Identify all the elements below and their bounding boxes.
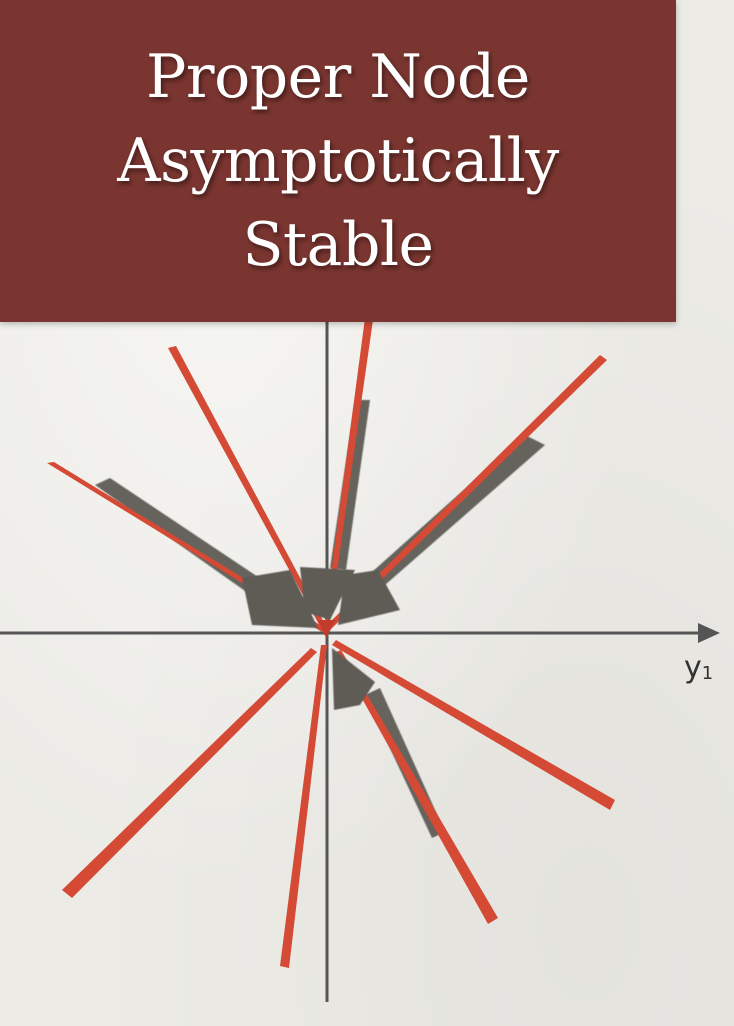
title-line-2: Asymptotically	[117, 126, 559, 196]
trajectory-upper-left-2	[168, 346, 327, 630]
arrow-shaft-upper-right	[372, 435, 545, 585]
trajectory-upper-right	[326, 355, 607, 630]
arrowheads	[242, 567, 400, 710]
y1-axis-label: y1	[684, 650, 713, 685]
arrowhead-upper-mid	[300, 567, 355, 620]
y1-axis-label-subscript: 1	[701, 663, 714, 684]
trajectory-upper-mid	[324, 318, 373, 628]
origin-tip	[318, 620, 336, 638]
trajectory-lower-left	[62, 648, 317, 898]
title-line-3: Stable	[242, 210, 434, 280]
y1-axis-arrowhead	[698, 623, 720, 643]
title-line-1: Proper Node	[146, 42, 530, 112]
arrowhead-upper-right	[338, 570, 400, 625]
trajectory-lower-right-2	[336, 650, 498, 924]
trajectory-lower-mid	[280, 645, 327, 968]
trajectory-lower-right-1	[332, 640, 615, 810]
arrowhead-upper-left	[242, 570, 318, 628]
arrowhead-lower-right	[332, 648, 375, 710]
trajectories	[47, 318, 615, 968]
title-banner: Proper Node Asymptotically Stable	[0, 0, 676, 322]
y1-axis-label-letter: y	[684, 650, 702, 685]
